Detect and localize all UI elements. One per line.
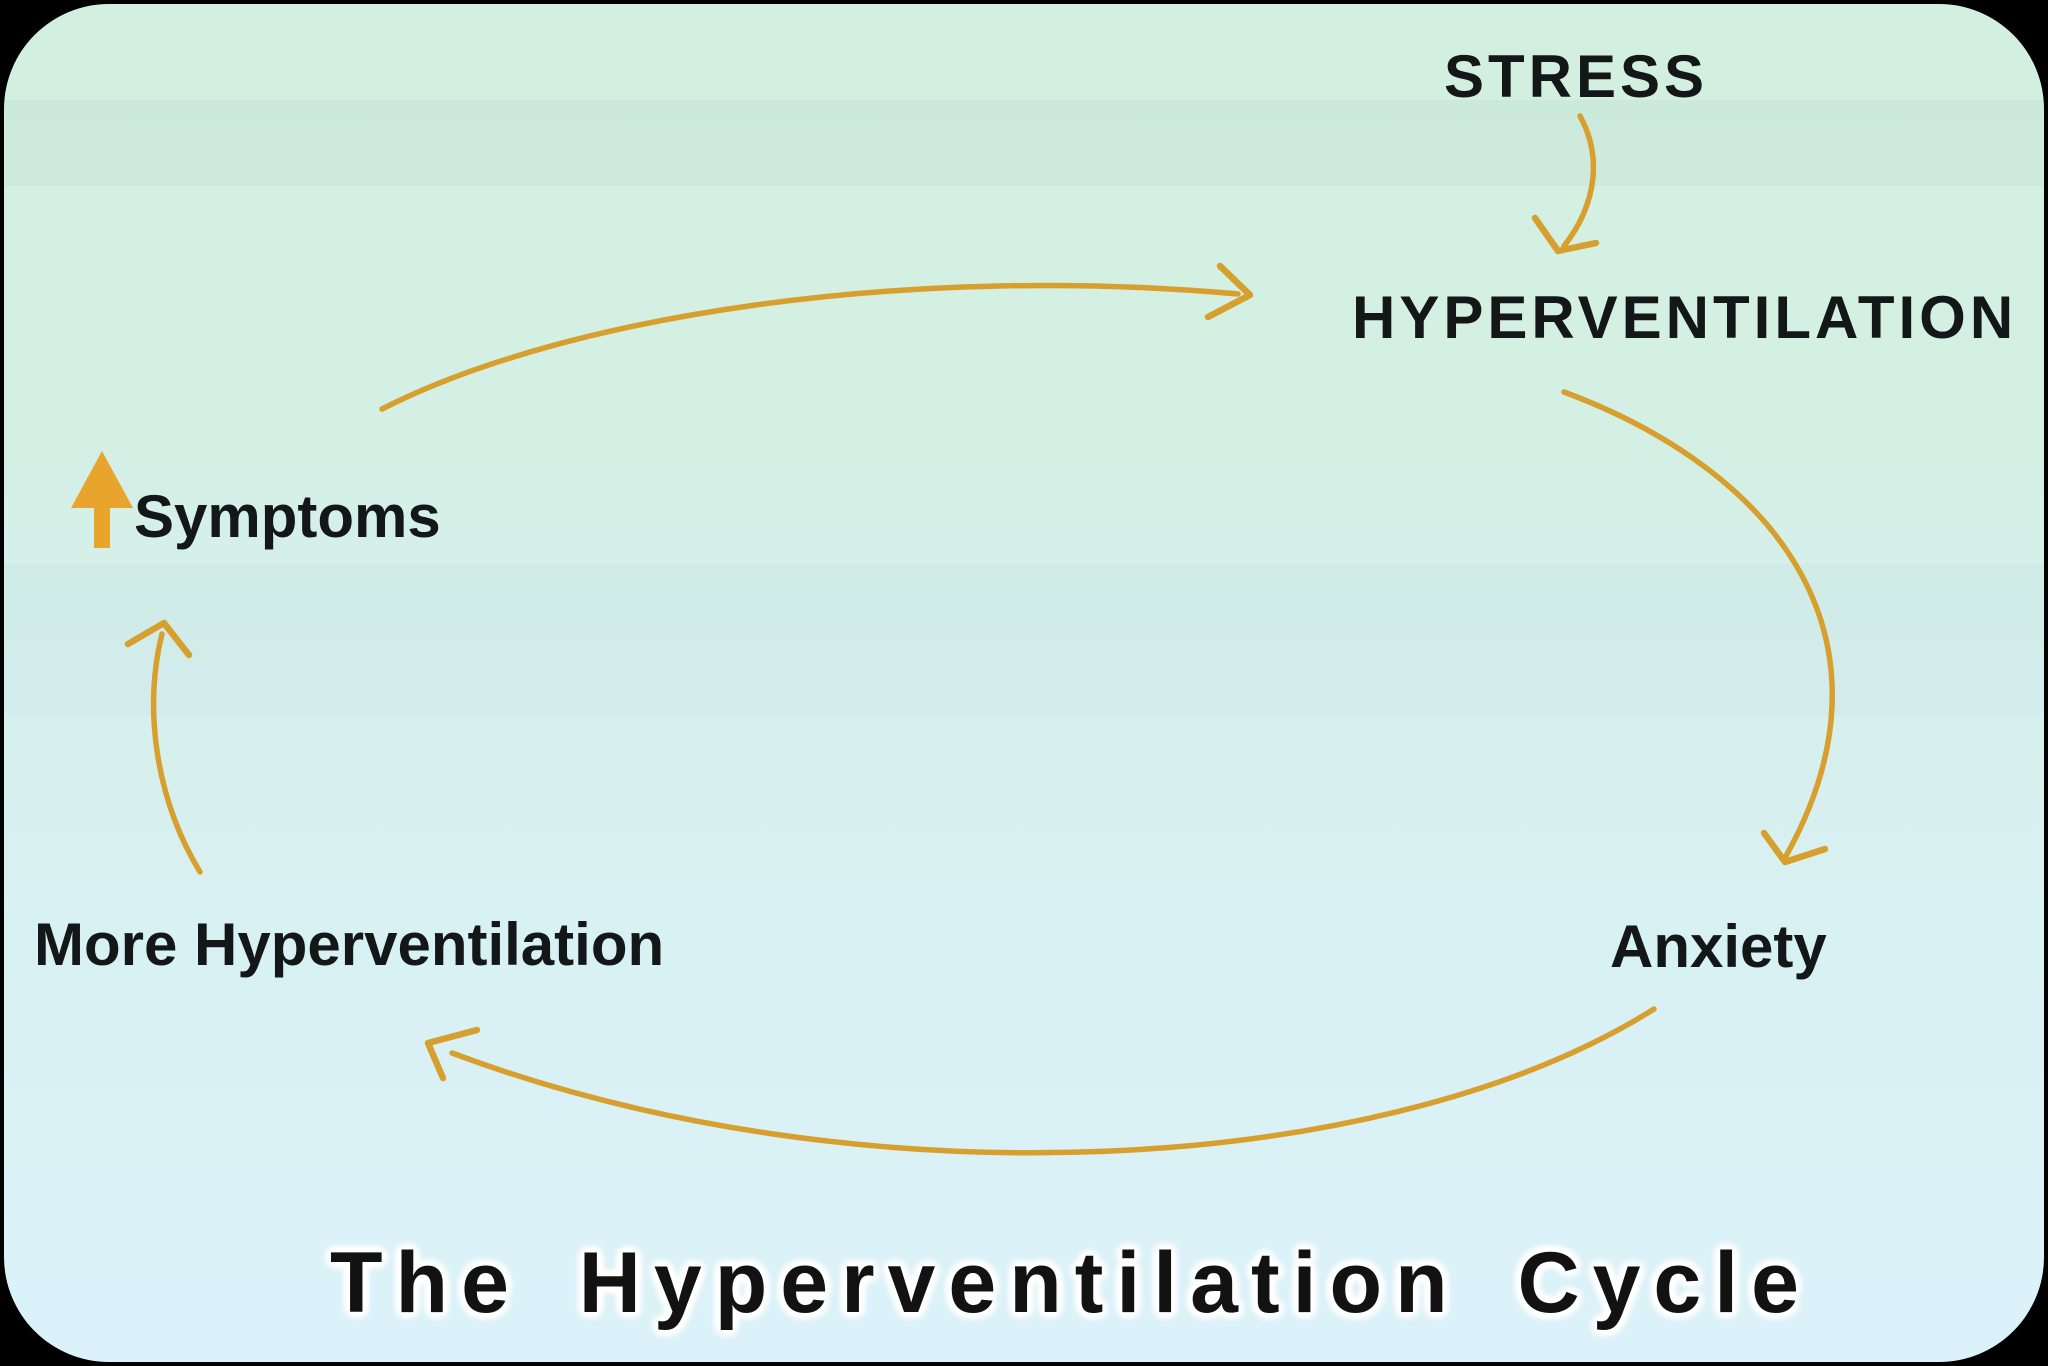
arrow-hyperventilation-to-anxiety bbox=[1561, 389, 1835, 859]
node-hyperventilation: HYPERVENTILATION bbox=[1352, 284, 2018, 351]
diagram-background: STRESS HYPERVENTILATION Symptoms More Hy… bbox=[4, 4, 2044, 1362]
arrow-symptoms-to-hyperventilation bbox=[379, 282, 1241, 412]
arrowhead-symptoms-to-hyperventilation bbox=[1204, 262, 1254, 321]
arrowhead-more-hyperventilation-to-symptoms bbox=[124, 619, 193, 659]
arrowhead-stress-to-hyperventilation bbox=[1531, 214, 1600, 255]
diagram-title: The Hyperventilation Cycle bbox=[330, 1235, 1812, 1331]
symptoms-increase-arrow-icon bbox=[71, 451, 133, 548]
arrow-anxiety-to-more-hyperventilation bbox=[449, 1006, 1657, 1156]
node-more-hyperventilation: More Hyperventilation bbox=[34, 911, 665, 978]
symptoms-increase-arrow-head bbox=[71, 451, 133, 508]
arrow-strokes bbox=[124, 113, 1835, 1156]
node-symptoms: Symptoms bbox=[134, 483, 441, 550]
arrow-stress-to-hyperventilation bbox=[1561, 113, 1597, 249]
arrow-more-hyperventilation-to-symptoms bbox=[150, 631, 203, 875]
cycle-arrows bbox=[71, 113, 1835, 1156]
symptoms-increase-arrow-stem bbox=[94, 502, 110, 548]
arrowhead-hyperventilation-to-anxiety bbox=[1760, 829, 1829, 866]
node-stress: STRESS bbox=[1444, 43, 1709, 110]
arrowhead-anxiety-to-more-hyperventilation bbox=[424, 1026, 481, 1082]
node-anxiety: Anxiety bbox=[1610, 913, 1827, 980]
